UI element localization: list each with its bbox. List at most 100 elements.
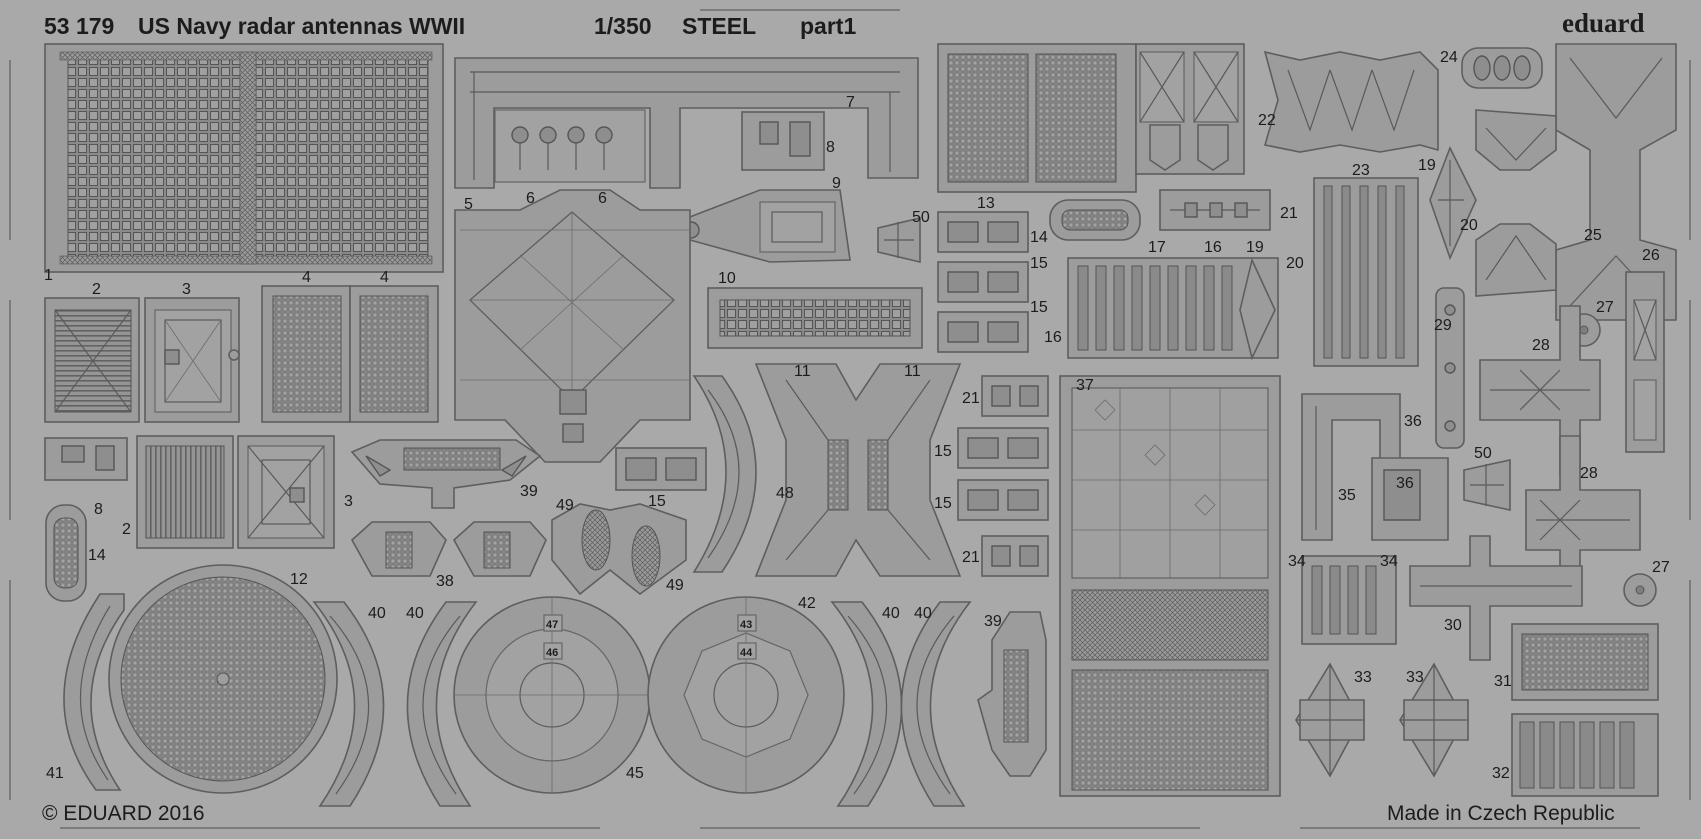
header: 53 179 US Navy radar antennas WWII 1/350… <box>44 8 1645 39</box>
part-11-cross-frame <box>754 363 962 577</box>
copyright-text: © EDUARD 2016 <box>42 802 205 825</box>
fret-frame <box>9 9 1691 829</box>
part-34 <box>1301 555 1397 645</box>
label-17: 17 <box>1148 239 1166 256</box>
label-39a: 39 <box>520 483 538 500</box>
label-26: 26 <box>1642 247 1660 264</box>
label-40d: 40 <box>914 605 932 622</box>
label-45: 45 <box>626 765 644 782</box>
label-20a: 20 <box>1460 217 1478 234</box>
label-14a: 14 <box>1030 229 1048 246</box>
part-6-clips <box>511 126 613 170</box>
label-40a: 40 <box>368 605 386 622</box>
label-14b: 14 <box>88 547 106 564</box>
part-22-zigzag <box>1263 50 1439 153</box>
label-5: 5 <box>464 196 473 213</box>
label-19a: 19 <box>1246 239 1264 256</box>
label-11a: 11 <box>794 363 811 380</box>
label-27b: 27 <box>1652 559 1670 576</box>
part-39-lower <box>977 611 1047 777</box>
label-4a: 4 <box>302 269 311 286</box>
part-28-cross-lower <box>1525 435 1641 605</box>
label-32: 32 <box>1492 765 1510 782</box>
label-6b: 6 <box>598 190 607 207</box>
part-16-comb <box>1067 257 1279 361</box>
label-50a: 50 <box>912 209 930 226</box>
part-1-grid-panel <box>44 43 444 273</box>
part-33-crosses <box>1295 662 1469 778</box>
origin-text: Made in Czech Republic <box>1387 802 1615 825</box>
part-38-pair <box>350 521 547 577</box>
label-36b: 36 <box>1396 475 1414 492</box>
part-21-lower <box>981 375 1049 577</box>
part-2-3-lower <box>136 435 335 549</box>
label-29: 29 <box>1434 317 1452 334</box>
catalog-number: 53 179 <box>44 13 114 39</box>
fret-title: US Navy radar antennas WWII <box>138 13 465 39</box>
part-9 <box>680 189 851 263</box>
part-45-47-46-rings <box>453 596 651 794</box>
label-33a: 33 <box>1354 669 1372 686</box>
part-7-frame <box>454 57 919 189</box>
label-49b: 49 <box>666 577 684 594</box>
label-21c: 21 <box>962 549 980 566</box>
part-4-grille-pair <box>261 285 439 423</box>
part-49-pair <box>551 503 687 596</box>
label-41: 41 <box>46 765 64 782</box>
part-numbers: 1 2 3 4 4 5 6 6 7 8 9 10 50 13 14 15 15 … <box>44 49 1670 782</box>
label-8a: 8 <box>826 139 835 156</box>
part-50-upper <box>877 216 921 264</box>
label-28a: 28 <box>1532 337 1550 354</box>
part-37-big-panel <box>1059 375 1281 797</box>
part-13-15-blocks <box>937 211 1029 353</box>
label-38: 38 <box>436 573 454 590</box>
fret-material: STEEL <box>682 13 756 39</box>
label-22: 22 <box>1258 112 1276 129</box>
label-23: 23 <box>1352 162 1370 179</box>
label-36a: 36 <box>1404 413 1422 430</box>
label-39b: 39 <box>984 613 1002 630</box>
label-15a: 15 <box>1030 255 1048 272</box>
label-7: 7 <box>846 94 855 111</box>
label-43: 43 <box>740 619 752 631</box>
label-34b: 34 <box>1380 553 1398 570</box>
label-12: 12 <box>290 571 308 588</box>
part-40-arc-pair-right <box>830 601 972 807</box>
part-35-36 <box>1301 393 1449 541</box>
label-15d: 15 <box>934 495 952 512</box>
footer: © EDUARD 2016 Made in Czech Republic <box>42 802 1615 825</box>
part-50-lower <box>1463 459 1511 511</box>
label-30: 30 <box>1444 617 1462 634</box>
label-44: 44 <box>740 647 753 659</box>
label-46: 46 <box>546 647 558 659</box>
label-48: 48 <box>776 485 794 502</box>
label-9: 9 <box>832 175 841 192</box>
label-34a: 34 <box>1288 553 1306 570</box>
part-39-upper <box>350 439 542 509</box>
part-19-spindle <box>1429 146 1477 261</box>
label-15c: 15 <box>934 443 952 460</box>
label-1: 1 <box>44 267 53 284</box>
part-14-oval <box>45 504 87 602</box>
label-3a: 3 <box>182 281 191 298</box>
label-49a: 49 <box>556 497 574 514</box>
label-31: 31 <box>1494 673 1512 690</box>
eduard-logo: eduard <box>1562 8 1645 38</box>
part-25-frame <box>1475 43 1677 321</box>
label-16b: 16 <box>1044 329 1062 346</box>
label-10: 10 <box>718 270 736 287</box>
label-11b: 11 <box>904 363 921 380</box>
label-33b: 33 <box>1406 669 1424 686</box>
part-26 <box>1625 271 1665 453</box>
label-20b: 20 <box>1286 255 1304 272</box>
label-50b: 50 <box>1474 445 1492 462</box>
part-28-cross-upper <box>1479 305 1601 475</box>
part-10-strip <box>707 287 923 349</box>
label-19b: 19 <box>1418 157 1436 174</box>
label-16a: 16 <box>1204 239 1222 256</box>
label-40b: 40 <box>406 605 424 622</box>
label-3b: 3 <box>344 493 353 510</box>
label-28b: 28 <box>1580 465 1598 482</box>
label-21a: 21 <box>1280 205 1298 222</box>
part-12-grille-dish <box>108 564 338 794</box>
